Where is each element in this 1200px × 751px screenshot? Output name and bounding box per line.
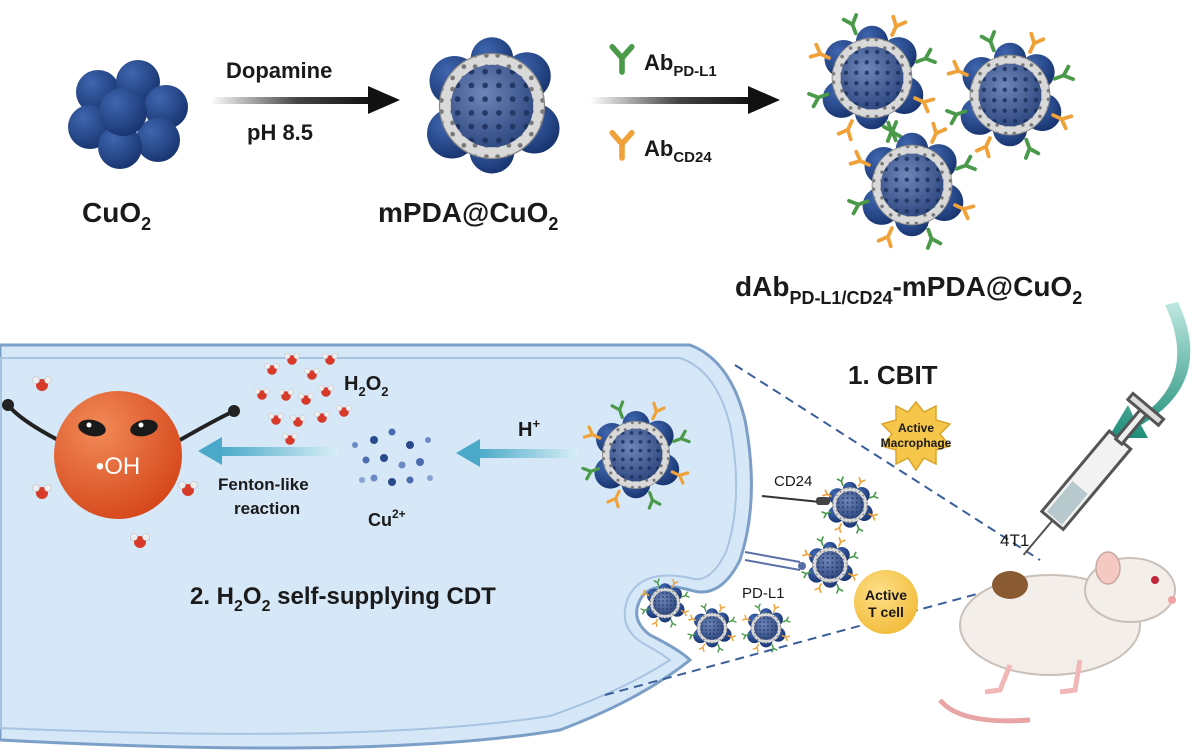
tcell-label-line2: T cell [868,604,904,620]
cdt-label: 2. H2O2 self-supplying CDT [190,583,496,615]
h2o2-label: H2O2 [344,373,388,399]
bound-particle-cd24 [822,477,878,533]
cd24-receptor [761,495,830,505]
cu-ion-cloud [352,428,433,486]
pdl1-label: PD-L1 [742,585,785,602]
conjugated-particle-3 [849,122,975,248]
fenton-arrow [198,437,338,465]
hplus-label: H+ [518,416,540,441]
ph-label: pH 8.5 [247,120,313,145]
hplus-arrow [456,439,578,467]
tcell-label-line1: Active [865,587,907,603]
syringe-icon [1022,391,1166,556]
conjugated-particle-1 [809,15,935,141]
macrophage-icon [880,400,952,472]
hydroxyl-radical-character [2,391,240,519]
conjugated-particle-2 [947,32,1073,158]
cell-membrane-inner [0,357,738,735]
cbit-label: 1. CBIT [848,360,938,390]
fenton-label-line1: Fenton-like [218,475,309,494]
cd24-label: CD24 [774,473,812,490]
dopamine-label: Dopamine [226,58,332,83]
macrophage-label-line1: Active [898,421,934,435]
mpda-cuo2-label: mPDA@CuO2 [378,197,558,234]
macrophage-label-line2: Macrophage [881,436,952,450]
mpda-cuo2-particle [426,36,561,175]
ab-pdl1-label: AbPD-L1 [644,50,717,80]
product-label: dAbPD-L1/CD24-mPDA@CuO2 [735,271,1082,308]
cell-membrane [0,343,753,750]
mouse-icon [938,551,1176,724]
zoom-line-bottom [604,584,1011,696]
fenton-label-line2: reaction [234,499,300,518]
cuo2-label: CuO2 [82,197,151,234]
cuo2-cluster [68,60,188,169]
zoom-line-top [734,364,1041,561]
cu-ion-label: Cu2+ [368,507,406,530]
antibody-green-icon [612,47,632,72]
endocytosed-particle-3 [742,604,790,652]
antibody-orange-icon [612,133,632,158]
arrow-step1 [210,86,400,114]
endocytosed-particle-2 [688,604,736,652]
tumor-label: 4T1 [1000,531,1029,550]
ab-cd24-label: AbCD24 [644,136,712,166]
bound-particle-pdl1 [802,537,858,593]
tcell-icon [854,570,918,634]
oh-label: •OH [96,453,140,480]
arrow-step2 [590,86,780,114]
pdl1-receptor [744,551,806,571]
